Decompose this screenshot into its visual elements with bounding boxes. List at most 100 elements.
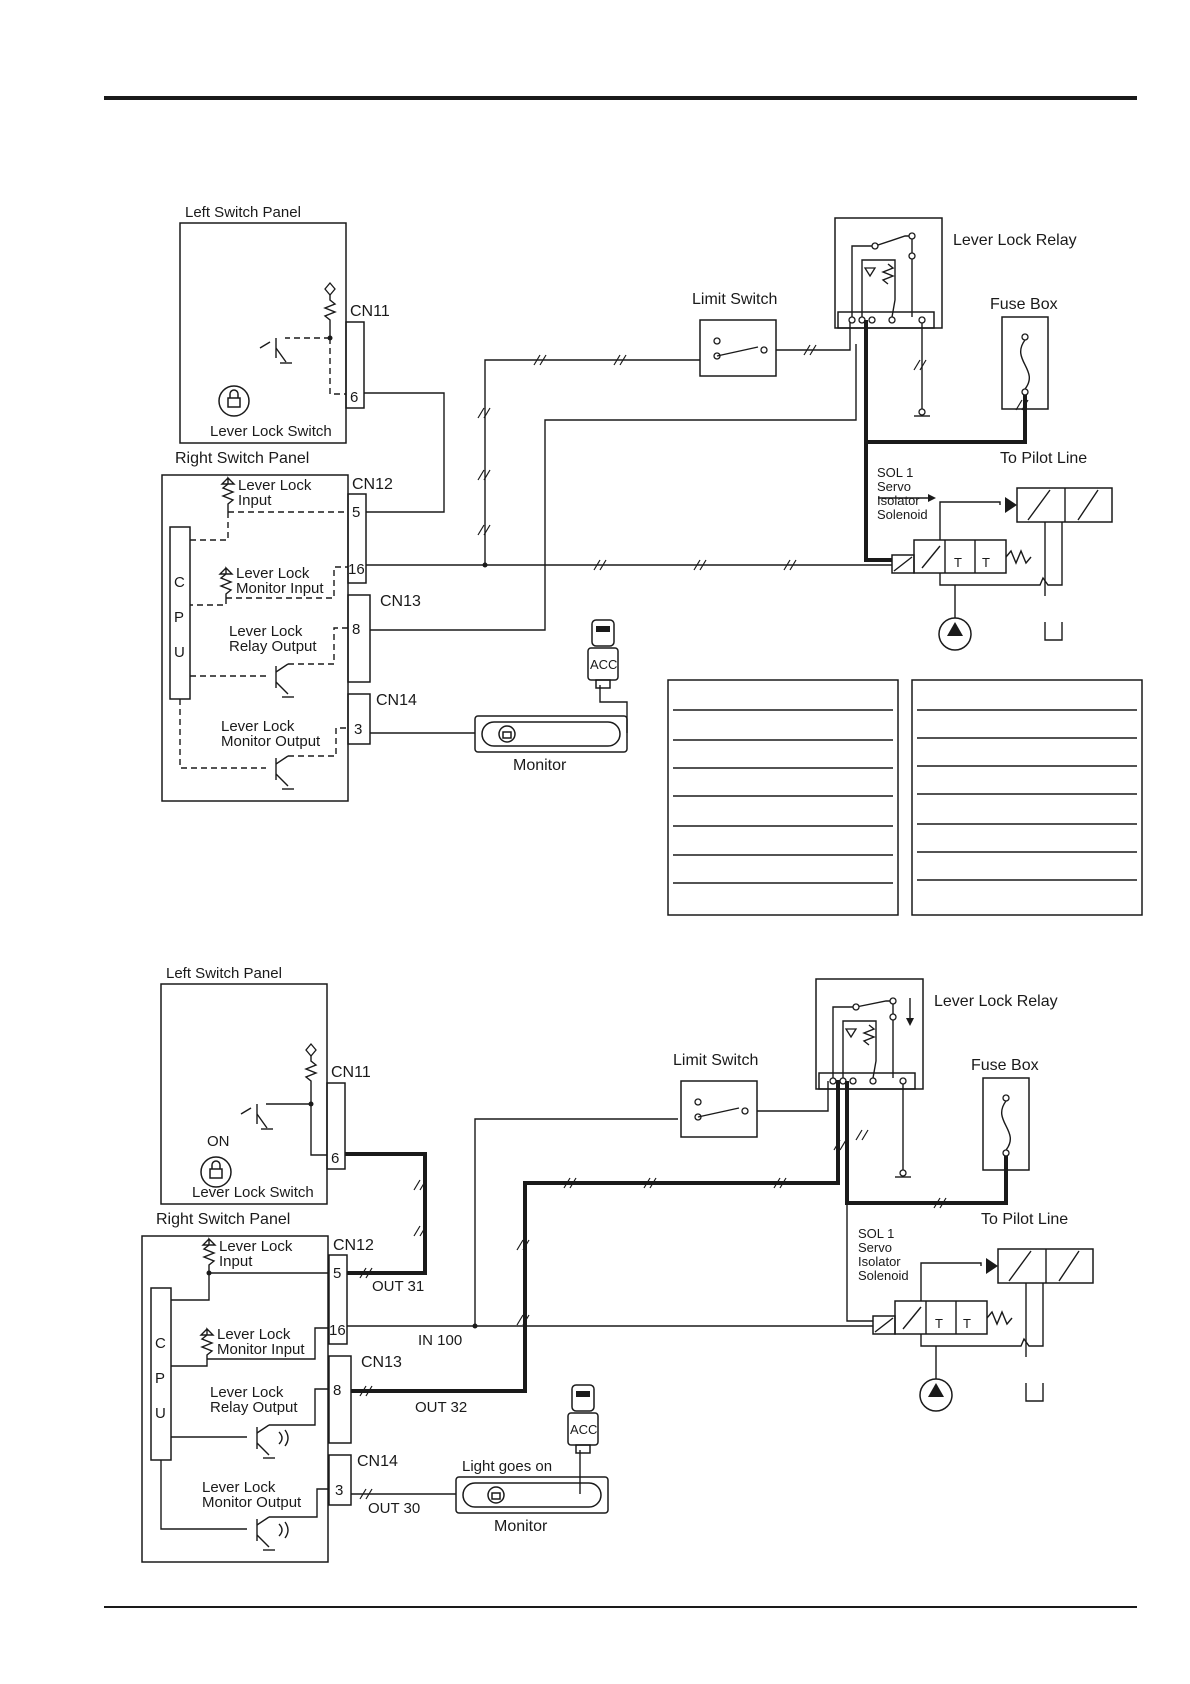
transistor-5-conduct [278, 1429, 289, 1447]
lock-icon-body [227, 397, 241, 408]
relay-pivot [889, 1013, 897, 1021]
cn12-pin-16-2: 16 [329, 1322, 346, 1339]
solenoid-label-1: SOL 1 [877, 465, 913, 480]
blank-table-left [667, 679, 899, 916]
in100-label: IN 100 [418, 1332, 462, 1349]
relay-output-internal-2 [269, 1388, 329, 1426]
fuse-to-relay-bold-wire-2 [845, 1081, 1008, 1205]
wire-tick [833, 1139, 847, 1151]
lever-lock-monitor-output-label-2-1: Lever Lock [202, 1479, 276, 1496]
cn12-pin-16: 16 [348, 561, 365, 578]
supply-diamond-2 [305, 1042, 317, 1058]
solenoid-coil-2 [874, 1317, 894, 1333]
cn13-pin-8: 8 [352, 621, 360, 638]
blank-table-right [911, 679, 1143, 916]
blank-table-right-rows [917, 709, 1137, 881]
fuse-terminal [1002, 1149, 1010, 1157]
cn14-connector [347, 693, 371, 745]
cn13-pin-8-2: 8 [333, 1382, 341, 1399]
limit-switch-label-2: Limit Switch [673, 1052, 758, 1069]
limit-switch-label: Limit Switch [692, 291, 777, 308]
out31-label: OUT 31 [372, 1278, 424, 1295]
transistor-6-emitter [256, 1534, 270, 1548]
cn12-label-2: CN12 [333, 1237, 374, 1254]
lever-lock-switch-label-2: Lever Lock Switch [192, 1184, 314, 1201]
wire-tick [803, 344, 817, 356]
valve-spring-2 [986, 1310, 1013, 1326]
pilot-arrow-2 [1008, 1250, 1032, 1282]
input-to-cpu [190, 512, 229, 541]
wire-tick [933, 1197, 947, 1209]
wire-tick [533, 354, 547, 366]
solenoid-label-2: Servo [877, 479, 911, 494]
limit-switch-feed-wire-2 [474, 1118, 678, 1326]
cn13-8-to-relay-bold-wire [351, 1080, 840, 1393]
relay-pivot [908, 232, 916, 240]
cn13-connector [347, 594, 371, 683]
left-switch-panel-label-2: Left Switch Panel [166, 965, 282, 982]
lever-lock-input-label-2-2: Input [219, 1253, 253, 1270]
diagram-1: Left Switch Panel CN11 6 Lever Lock Swit… [161, 204, 1143, 916]
to-pilot-line-label-2: To Pilot Line [981, 1211, 1068, 1228]
lever-lock-relay-label-2: Lever Lock Relay [934, 993, 1058, 1010]
transistor-5-emitter [256, 1442, 270, 1456]
acc-key [591, 619, 615, 647]
relay-internal [861, 259, 896, 318]
relay-pivot [908, 252, 916, 260]
monitor-lock-body-2 [491, 1492, 501, 1500]
spool-arrow-2 [902, 1306, 922, 1330]
solenoid-label-2-3: Isolator [858, 1254, 901, 1269]
solenoid-label-4: Solenoid [877, 507, 928, 522]
acc-key-slot [596, 626, 610, 632]
cn14-label: CN14 [376, 692, 417, 709]
wire-tick [643, 1177, 657, 1189]
lever-lock-relay-output-label-2-2: Relay Output [210, 1399, 298, 1416]
right-switch-panel-label-2: Right Switch Panel [156, 1211, 290, 1228]
monitor-label: Monitor [513, 757, 567, 774]
wire-tick [477, 407, 491, 419]
transistor-6-collector [256, 1516, 270, 1526]
wire-tick [516, 1239, 530, 1251]
input-pullup-2-2 [199, 1327, 215, 1359]
cpu-letter-u-2: U [155, 1405, 166, 1422]
cn11-connector-2 [326, 1082, 346, 1170]
cn11-label: CN11 [350, 303, 390, 320]
acc-key-2 [571, 1384, 595, 1412]
relay-to-solenoid-bold-wire [864, 442, 892, 562]
cn14-connector-2 [328, 1454, 352, 1506]
pilot-line [939, 501, 1001, 540]
relay-diode [863, 267, 877, 278]
wire-tick [477, 524, 491, 536]
transistor-6-conduct [278, 1521, 289, 1539]
cn12-connector [347, 493, 367, 584]
top-rule [104, 96, 1137, 100]
fuse-terminal [1021, 388, 1029, 396]
solenoid-label-2-1: SOL 1 [858, 1226, 894, 1241]
limit-contact [713, 337, 721, 345]
spool-block-t: T [935, 1316, 943, 1331]
transistor-1-emitter [275, 347, 287, 363]
fuse-box-label-2: Fuse Box [971, 1057, 1039, 1074]
left-switch-panel-box [179, 222, 347, 444]
acc-key-slot-2 [576, 1391, 590, 1397]
pilot-actuator-2 [986, 1258, 998, 1274]
relay-terminal [849, 1077, 857, 1085]
relay-terminal-strip [837, 311, 935, 329]
monitor-lamp-2 [462, 1482, 602, 1508]
monitor-to-acc-wire [599, 685, 628, 733]
cn13-connector-2 [328, 1355, 352, 1444]
cn11-connector [345, 321, 365, 409]
cn12-label: CN12 [352, 476, 393, 493]
fuse-to-relay-bold-wire [864, 320, 1027, 444]
transistor-3-collector [275, 755, 289, 765]
cn14-pin-3: 3 [354, 721, 362, 738]
switch-signal-line [329, 338, 346, 395]
monitor-output-internal [288, 727, 348, 757]
wire-tick [913, 359, 927, 371]
transistor-2-emitter [275, 681, 289, 695]
cn14-pin-3-2: 3 [335, 1482, 343, 1499]
pullup-resistor [323, 295, 337, 338]
solenoid-label-3: Isolator [877, 493, 920, 508]
monitor-lock-icon-2 [487, 1486, 505, 1504]
solenoid-arrowhead [928, 494, 936, 502]
